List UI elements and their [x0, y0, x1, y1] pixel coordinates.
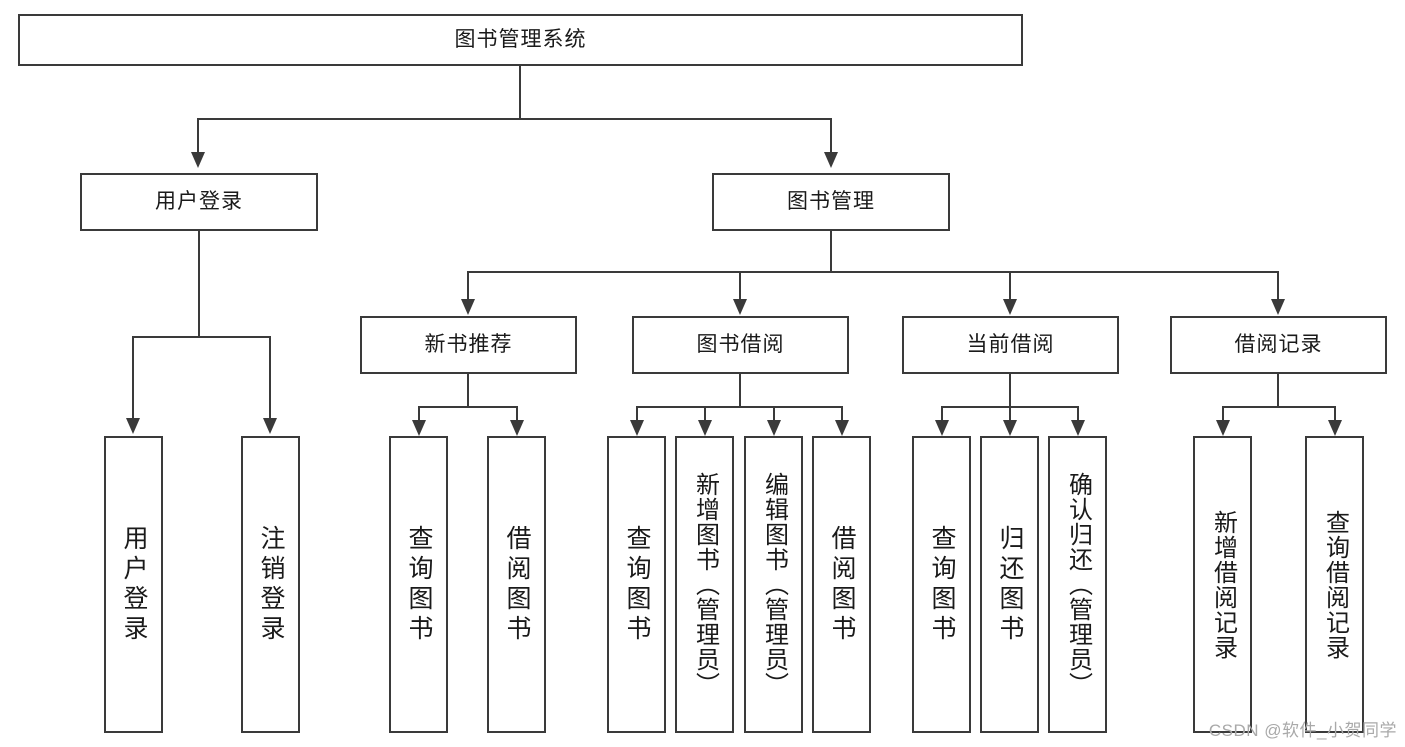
node-book-borrow[interactable]: 图书借阅 — [632, 316, 849, 374]
arrowhead-borrow-record-2 — [1328, 420, 1342, 436]
edge-bus-user-login — [132, 336, 269, 338]
node-label: 注销登录 — [257, 524, 285, 645]
leaf-current-borrow-confirm-return[interactable]: 确认归还（管理员） — [1048, 436, 1107, 733]
arrowhead-current-borrow-1 — [935, 420, 949, 436]
node-label: 借阅图书 — [828, 524, 856, 645]
edge-stem-user-login — [198, 231, 200, 337]
edge-stem-new-book — [467, 374, 469, 408]
node-label: 新书推荐 — [424, 333, 513, 357]
node-label: 当前借阅 — [966, 333, 1055, 357]
node-label: 新增借阅记录 — [1209, 509, 1237, 660]
edge-drop-current-borrow-1 — [941, 406, 943, 422]
edge-drop-book-manage — [830, 118, 832, 156]
node-borrow-record[interactable]: 借阅记录 — [1170, 316, 1387, 374]
leaf-book-borrow-borrow[interactable]: 借阅图书 — [812, 436, 871, 733]
edge-drop-borrow-record-2 — [1334, 406, 1336, 422]
arrowhead-borrow-record-1 — [1216, 420, 1230, 436]
arrowhead-new-book-1 — [412, 420, 426, 436]
edge-drop-new-book-1 — [418, 406, 420, 422]
node-user-login[interactable]: 用户登录 — [80, 173, 318, 231]
edge-bus-book-borrow — [636, 406, 842, 408]
arrowhead-user-login-2 — [263, 418, 277, 434]
arrowhead-book-borrow-1 — [630, 420, 644, 436]
arrowhead-user-login — [191, 152, 205, 168]
leaf-current-borrow-return[interactable]: 归还图书 — [980, 436, 1039, 733]
edge-drop-level2-1 — [467, 271, 469, 301]
arrowhead-current-borrow-3 — [1071, 420, 1085, 436]
edge-drop-current-borrow-2 — [1009, 406, 1011, 422]
arrowhead-level2-2 — [733, 299, 747, 315]
leaf-borrow-record-query[interactable]: 查询借阅记录 — [1305, 436, 1364, 733]
edge-stem-current-borrow — [1009, 374, 1011, 408]
edge-stem-book-management — [830, 231, 832, 273]
node-label: 借阅图书 — [503, 524, 531, 645]
arrowhead-level2-4 — [1271, 299, 1285, 315]
arrowhead-book-manage — [824, 152, 838, 168]
edge-drop-book-borrow-1 — [636, 406, 638, 422]
node-label: 查询图书 — [405, 524, 433, 645]
arrowhead-level2-3 — [1003, 299, 1017, 315]
edge-drop-book-borrow-2 — [704, 406, 706, 422]
arrowhead-book-borrow-4 — [835, 420, 849, 436]
node-label: 编辑图书（管理员） — [760, 472, 788, 697]
arrowhead-user-login-1 — [126, 418, 140, 434]
node-book-management[interactable]: 图书管理 — [712, 173, 950, 231]
edge-drop-book-borrow-3 — [773, 406, 775, 422]
edge-drop-user-login — [197, 118, 199, 156]
edge-bus-level2 — [467, 271, 1279, 273]
edge-bus-new-book — [418, 406, 518, 408]
arrowhead-book-borrow-3 — [767, 420, 781, 436]
arrowhead-current-borrow-2 — [1003, 420, 1017, 436]
leaf-book-borrow-edit[interactable]: 编辑图书（管理员） — [744, 436, 803, 733]
edge-drop-borrow-record-1 — [1222, 406, 1224, 422]
leaf-borrow-record-add[interactable]: 新增借阅记录 — [1193, 436, 1252, 733]
node-label: 新增图书（管理员） — [691, 472, 719, 697]
leaf-book-borrow-query[interactable]: 查询图书 — [607, 436, 666, 733]
edge-drop-book-borrow-4 — [841, 406, 843, 422]
edge-drop-new-book-2 — [516, 406, 518, 422]
leaf-user-login-logout[interactable]: 注销登录 — [241, 436, 300, 733]
node-label: 查询借阅记录 — [1321, 509, 1349, 660]
edge-drop-user-login-2 — [269, 336, 271, 420]
node-label: 用户登录 — [120, 524, 148, 645]
arrowhead-book-borrow-2 — [698, 420, 712, 436]
node-label: 借阅记录 — [1234, 333, 1323, 357]
node-label: 用户登录 — [155, 190, 243, 214]
edge-stem-borrow-record — [1277, 374, 1279, 408]
leaf-new-book-query[interactable]: 查询图书 — [389, 436, 448, 733]
node-label: 确认归还（管理员） — [1064, 472, 1092, 697]
node-label: 查询图书 — [928, 524, 956, 645]
edge-drop-level2-2 — [739, 271, 741, 301]
node-root-system[interactable]: 图书管理系统 — [18, 14, 1023, 66]
node-new-book-recommend[interactable]: 新书推荐 — [360, 316, 577, 374]
leaf-current-borrow-query[interactable]: 查询图书 — [912, 436, 971, 733]
leaf-new-book-borrow[interactable]: 借阅图书 — [487, 436, 546, 733]
edge-bus-borrow-record — [1222, 406, 1336, 408]
leaf-book-borrow-add[interactable]: 新增图书（管理员） — [675, 436, 734, 733]
node-label: 图书管理 — [787, 190, 875, 214]
edge-drop-current-borrow-3 — [1077, 406, 1079, 422]
arrowhead-new-book-2 — [510, 420, 524, 436]
edge-stem-book-borrow — [739, 374, 741, 408]
edge-root-stem — [519, 66, 521, 119]
node-label: 图书管理系统 — [454, 28, 587, 52]
edge-drop-level2-4 — [1277, 271, 1279, 301]
leaf-user-login-login[interactable]: 用户登录 — [104, 436, 163, 733]
edge-drop-user-login-1 — [132, 336, 134, 420]
arrowhead-level2-1 — [461, 299, 475, 315]
edge-level1-bus — [197, 118, 832, 120]
node-current-borrow[interactable]: 当前借阅 — [902, 316, 1119, 374]
node-label: 查询图书 — [623, 524, 651, 645]
node-label: 归还图书 — [996, 524, 1024, 645]
edge-drop-level2-3 — [1009, 271, 1011, 301]
node-label: 图书借阅 — [696, 333, 785, 357]
